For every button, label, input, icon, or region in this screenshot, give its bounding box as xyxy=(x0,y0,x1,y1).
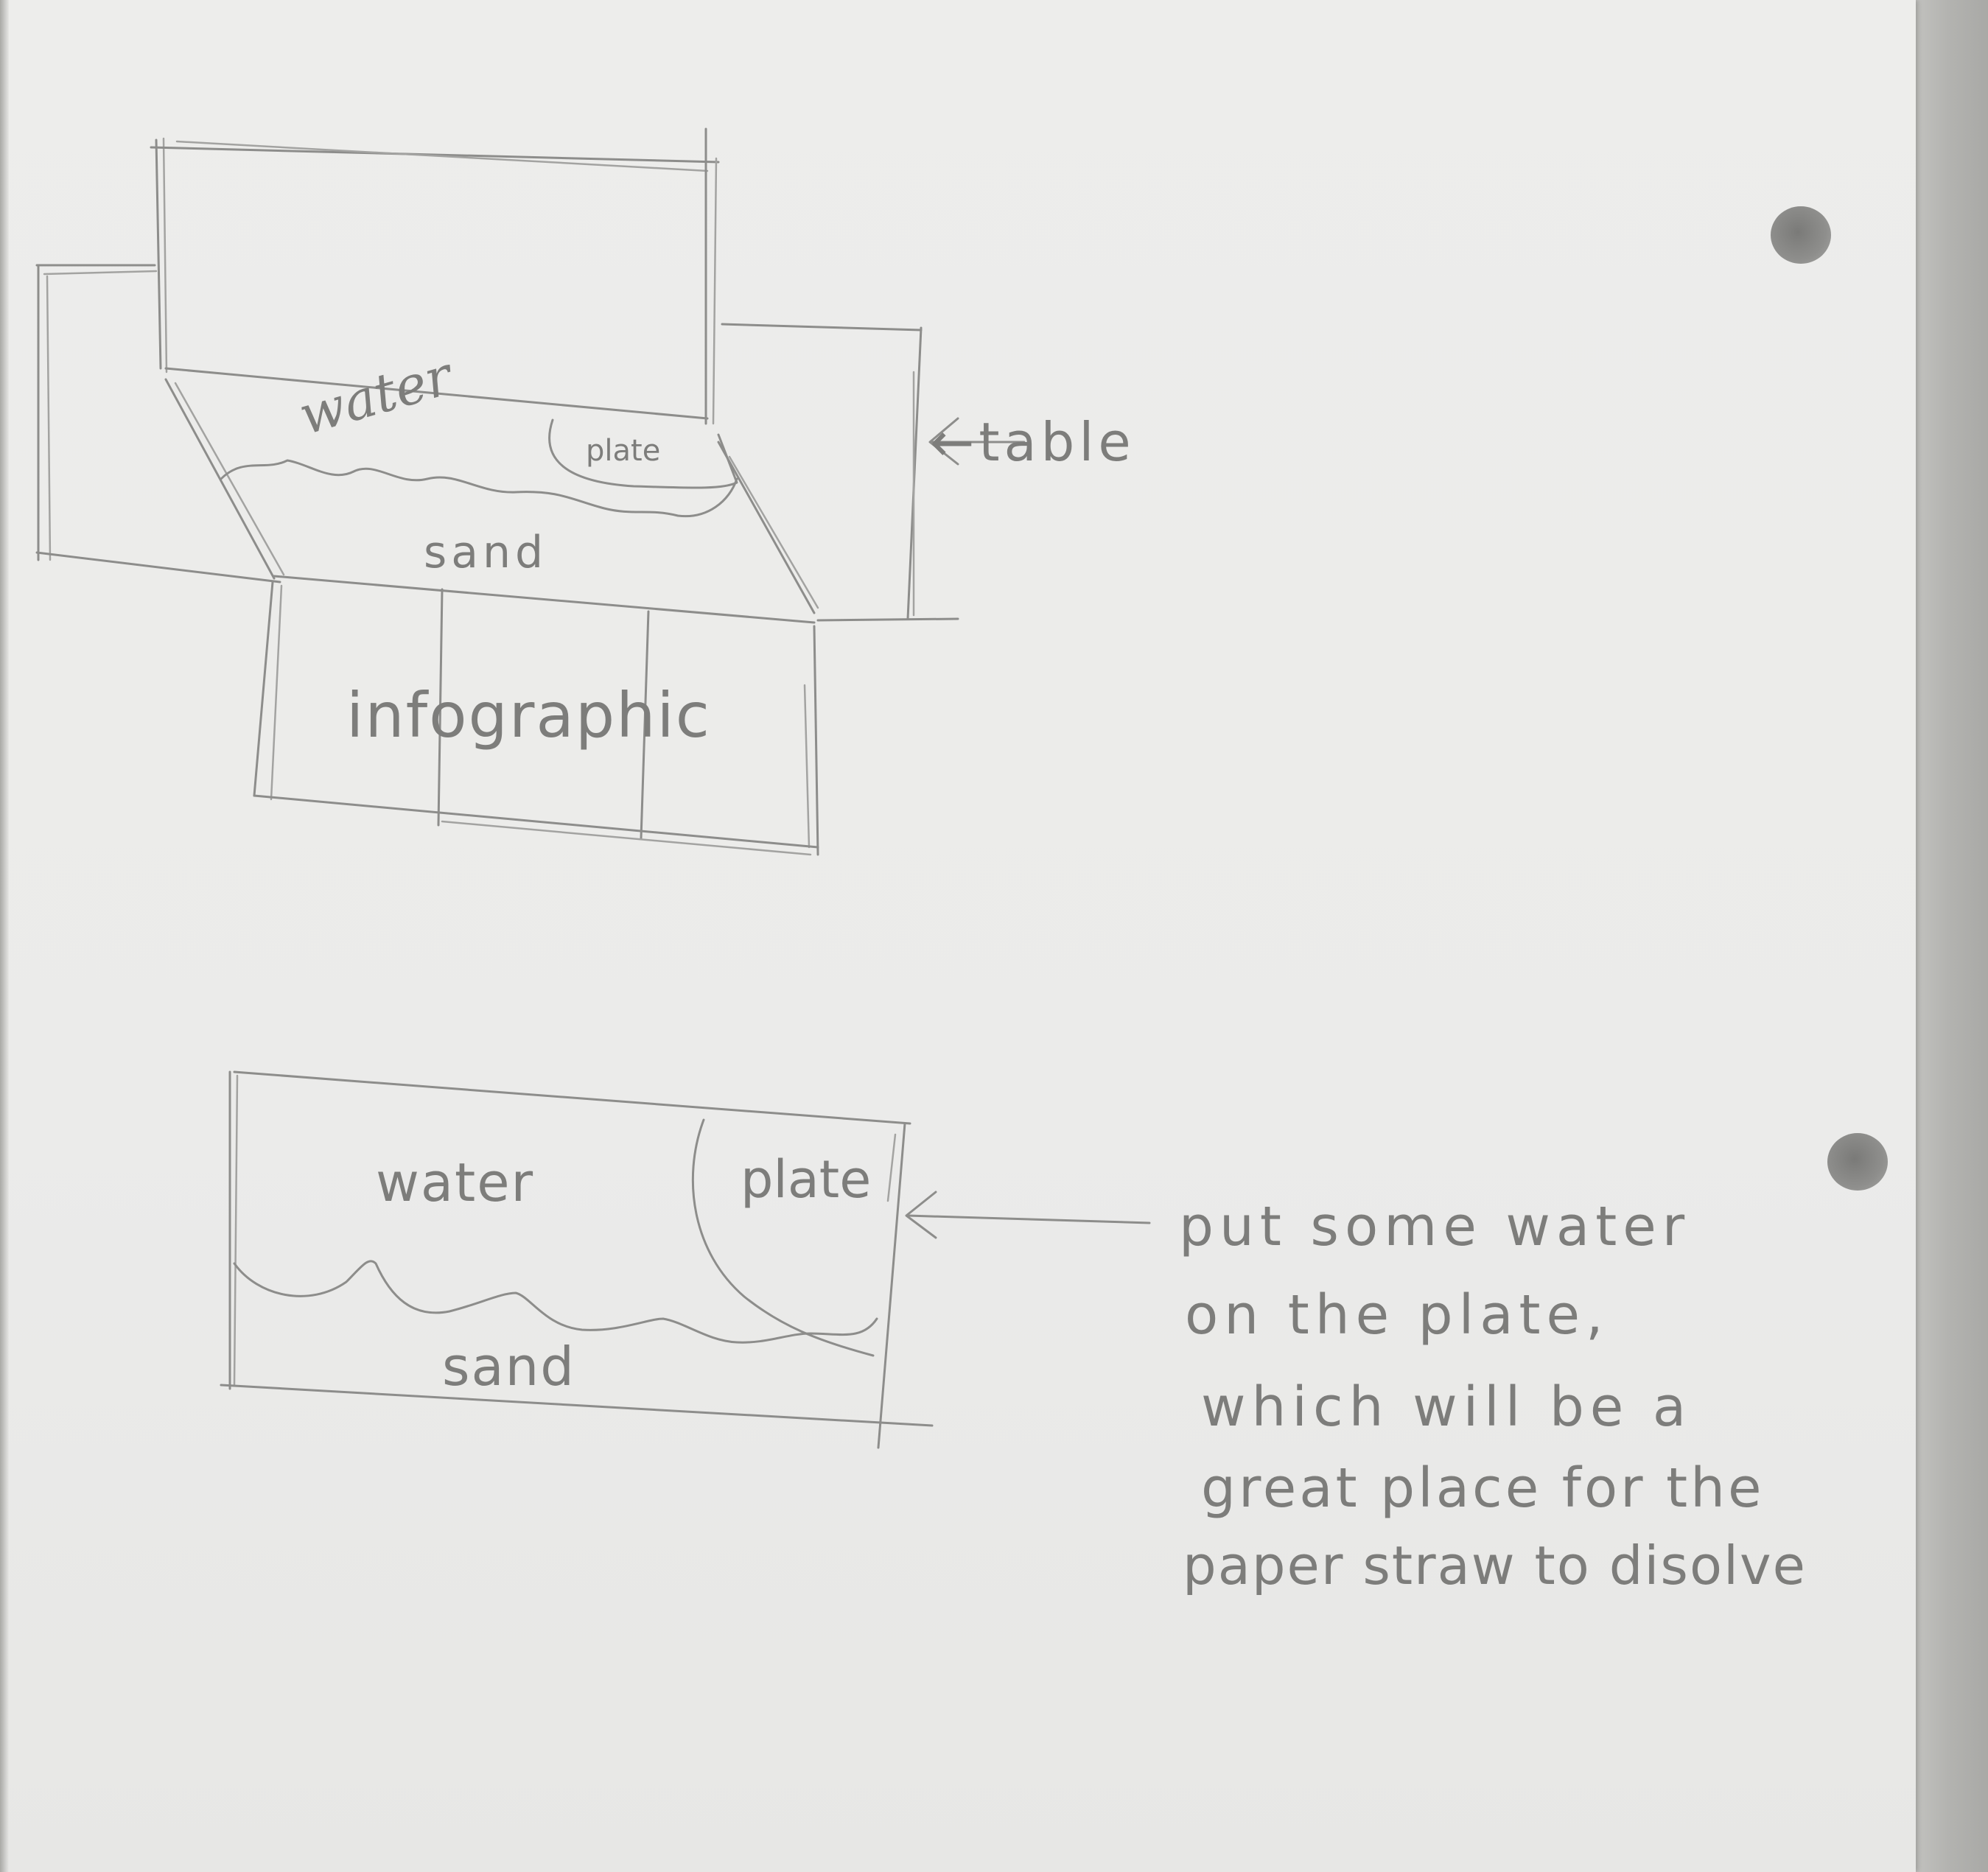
tray xyxy=(164,378,819,624)
note-line: put some water xyxy=(1179,1195,1690,1258)
handwritten-note: put some water on the plate, which will … xyxy=(1179,1195,1807,1596)
punch-hole-bottom xyxy=(1827,1133,1888,1191)
infographic-boards xyxy=(253,581,819,856)
paper-sheet xyxy=(0,0,1916,1872)
plate-outline-top xyxy=(548,418,738,489)
punch-hole-top xyxy=(1771,206,1831,264)
top-plate-label: plate xyxy=(586,434,660,468)
note-line: on the plate, xyxy=(1185,1283,1609,1347)
plate-outline-bottom xyxy=(691,1118,875,1357)
top-water-label: water xyxy=(293,344,461,447)
bottom-water-label: water xyxy=(376,1151,534,1213)
water-wave-bottom xyxy=(233,1260,878,1344)
top-infographic-label: infographic xyxy=(346,679,711,751)
top-sand-label: sand xyxy=(424,527,547,578)
right-side-panel xyxy=(721,323,959,622)
table-label: ←table xyxy=(930,411,1135,473)
bottom-sand-label: sand xyxy=(442,1336,575,1398)
note-arrow-shaft xyxy=(906,1214,1151,1224)
bottom-plate-label: plate xyxy=(741,1149,871,1210)
labels: water plate sand infographic ←table wate… xyxy=(293,344,1135,1398)
table-arrow-head xyxy=(928,417,959,466)
note-arrow-head xyxy=(905,1191,937,1239)
note-line: paper straw to disolve xyxy=(1183,1535,1807,1596)
water-wave-top xyxy=(220,459,738,518)
note-line: great place for the xyxy=(1201,1456,1765,1520)
bottom-diagram xyxy=(220,1070,1151,1449)
back-panel xyxy=(150,127,720,425)
note-line: which will be a xyxy=(1201,1375,1692,1439)
top-diagram xyxy=(35,127,1026,856)
left-side-panel xyxy=(35,264,281,583)
sheet-edge xyxy=(0,0,9,1872)
